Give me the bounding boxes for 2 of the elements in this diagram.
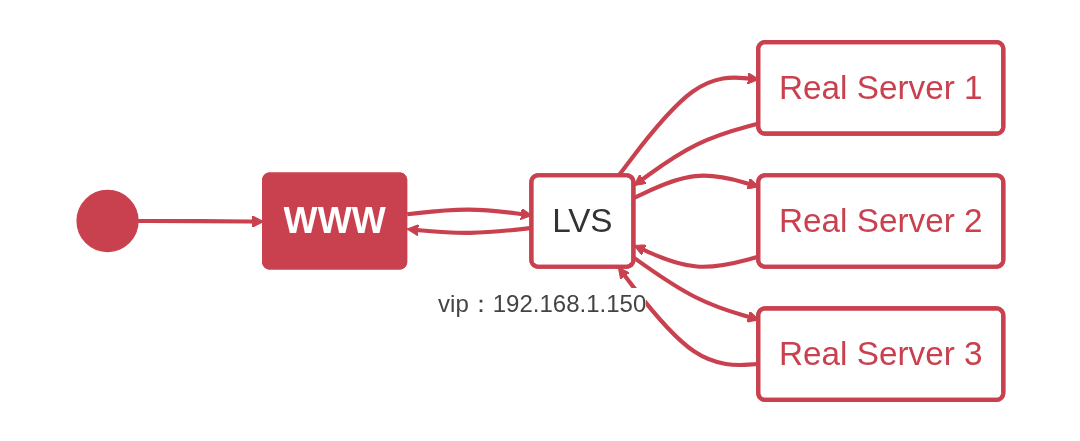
vip-address-label: vip：192.168.1.150: [438, 290, 647, 318]
node-person: [76, 189, 139, 252]
